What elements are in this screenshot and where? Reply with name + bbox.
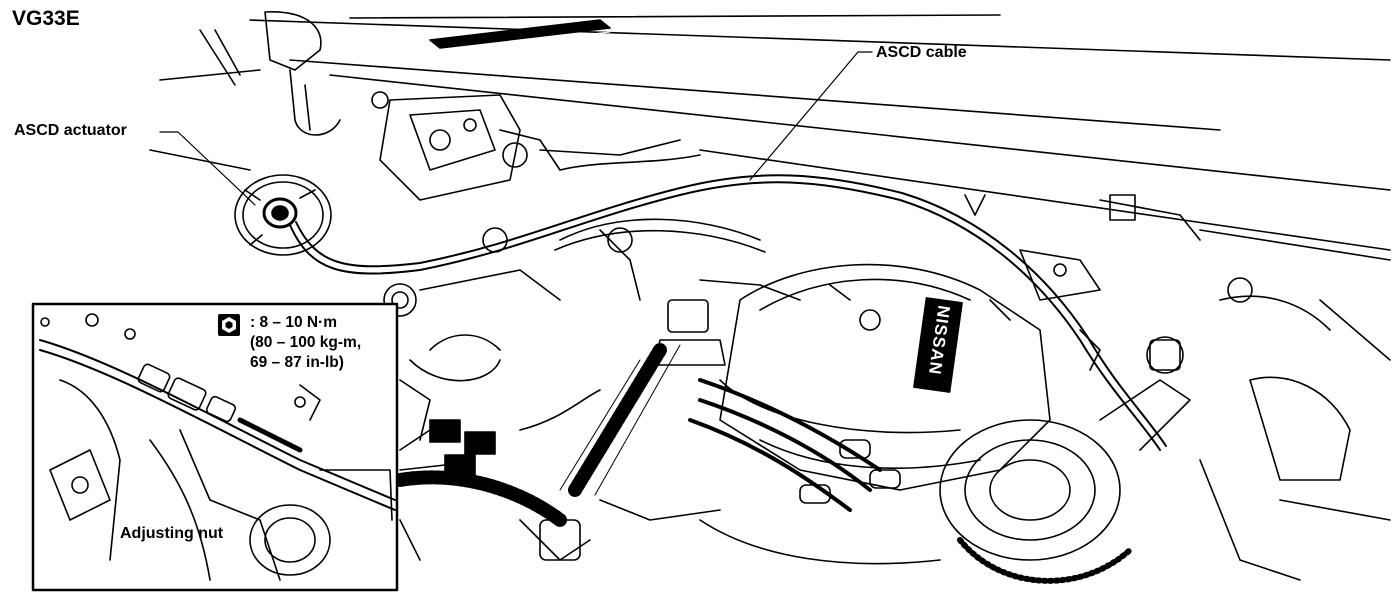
plug-wires: [688, 378, 901, 512]
cowl-vent: [429, 19, 611, 51]
top-bracket-cluster: [371, 91, 701, 201]
torque-value-kgm: (80 – 100 kg-m,: [250, 334, 362, 351]
connectors: [399, 389, 601, 478]
hood-hook: [264, 11, 341, 136]
right-engine-parts: [964, 194, 1391, 581]
corrugated-harness: [393, 299, 726, 527]
engine-code-label: VG33E: [12, 7, 80, 30]
inset-detail-box: [31, 302, 399, 592]
ascd-cable-label: ASCD cable: [876, 44, 967, 61]
lower-frame-parts: [357, 379, 941, 565]
throttle-body: [939, 336, 1191, 584]
torque-value-nm: : 8 – 10 N·m: [250, 314, 338, 331]
torque-value-inlb: 69 – 87 in-lb): [250, 354, 344, 371]
firewall-lines: [149, 14, 1391, 251]
torque-spec: : 8 – 10 N·m (80 – 100 kg-m, 69 – 87 in-…: [218, 313, 361, 373]
ascd-actuator-drawing: [234, 174, 332, 256]
intake-hoses: [383, 218, 801, 382]
ascd-actuator-label: ASCD actuator: [14, 122, 127, 139]
intake-plenum: [719, 263, 1051, 491]
adjusting-nut-label: Adjusting nut: [120, 525, 224, 542]
nissan-logo-mark: [913, 297, 963, 393]
socket-wrench-icon: [218, 314, 240, 336]
inset-linkage-drawing: [39, 313, 396, 581]
